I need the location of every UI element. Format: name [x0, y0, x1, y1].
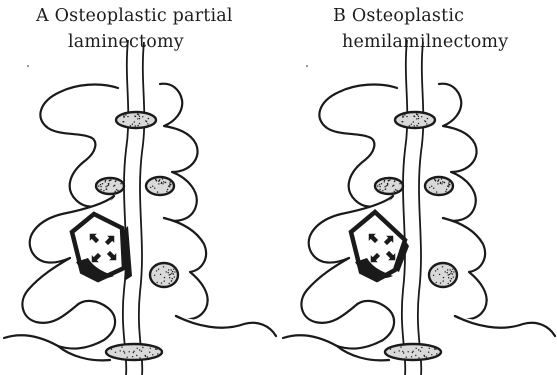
panel-b: B Osteoplastic hemilamilnectomy [279, 0, 557, 375]
panel-b-spine-illustration [279, 0, 557, 375]
speck-mark [306, 65, 308, 67]
spinous-line-right [418, 42, 423, 375]
spinous-line-left [402, 40, 407, 375]
panel-a-spine-illustration [0, 0, 278, 375]
vertebra-upper-right-contour [439, 84, 477, 221]
speck-mark [486, 299, 488, 301]
vertebra-upper-right-contour [160, 84, 198, 221]
disc-upper [116, 112, 156, 128]
panel-a: A Osteoplastic partial laminectomy [0, 0, 278, 375]
disc-upper [395, 112, 435, 128]
vertebra-lower-right-contour [455, 316, 555, 336]
disc-lower [106, 344, 162, 360]
spinous-line-left [123, 40, 128, 375]
speck-mark [27, 65, 29, 67]
disc-lower [385, 344, 441, 360]
vertebra-lower-right-contour [176, 316, 276, 336]
spinous-line-right [139, 42, 144, 375]
speck-mark [207, 299, 209, 301]
